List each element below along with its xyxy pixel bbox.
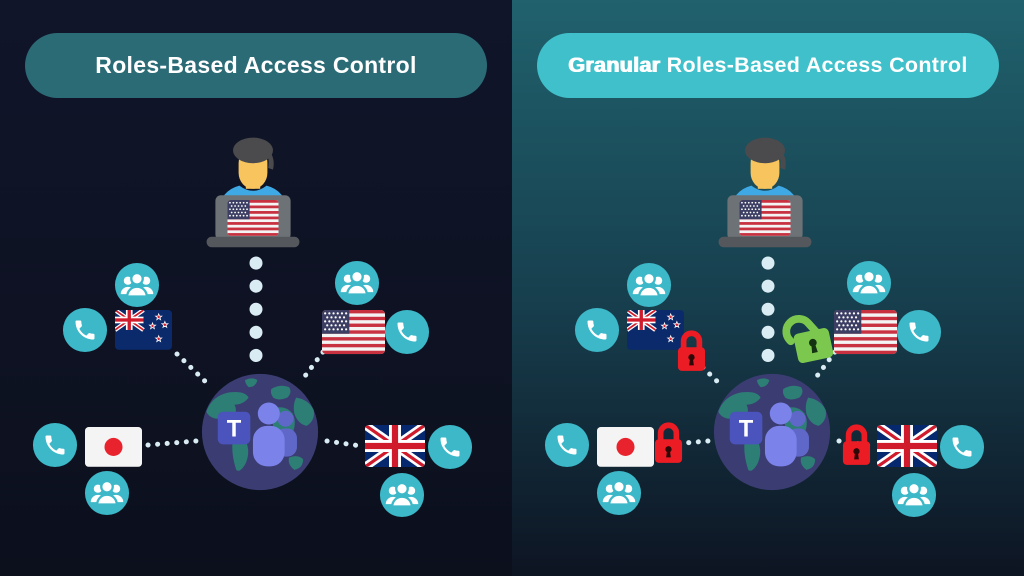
group-icon	[846, 260, 892, 306]
red-locked-padlock-icon	[843, 427, 870, 465]
japan-flag	[597, 427, 654, 467]
phone-icon	[544, 422, 590, 468]
united-kingdom-flag	[877, 425, 937, 467]
right-banner: Granular Roles-Based Access Control	[537, 33, 999, 98]
phone-icon	[62, 307, 108, 353]
admin-user-at-laptop-icon	[719, 138, 812, 248]
group-icon	[891, 472, 937, 518]
teams-globe-icon	[202, 374, 318, 490]
united-states-flag	[834, 310, 897, 354]
phone-icon	[427, 424, 473, 470]
dotted-connector	[324, 438, 364, 449]
phone-icon	[32, 422, 78, 468]
admin-user-at-laptop-icon	[207, 138, 300, 248]
dotted-connector	[299, 349, 326, 383]
united-kingdom-flag	[365, 425, 425, 467]
right-diagram	[544, 0, 985, 518]
left-banner-title: Roles-Based Access Control	[95, 52, 417, 78]
group-icon	[626, 262, 672, 308]
left-diagram	[32, 0, 473, 518]
red-locked-padlock-icon	[655, 425, 682, 463]
red-locked-padlock-icon	[678, 333, 705, 371]
right-banner-title: Granular Roles-Based Access Control	[568, 53, 967, 78]
phone-icon	[574, 307, 620, 353]
japan-flag	[85, 427, 142, 467]
group-icon	[334, 260, 380, 306]
dotted-connector	[811, 349, 838, 383]
green-unlocked-padlock-icon	[778, 309, 834, 367]
teams-globe-icon	[714, 374, 830, 490]
left-banner: Roles-Based Access Control	[25, 33, 487, 98]
right-banner-title-emphasis: Granular	[568, 53, 661, 77]
dotted-connector	[145, 438, 199, 448]
group-icon	[84, 470, 130, 516]
right-panel-granular-rbac: Granular Roles-Based Access Control	[512, 0, 1024, 576]
phone-icon	[939, 424, 985, 470]
group-icon	[114, 262, 160, 308]
left-panel-standard-rbac: Roles-Based Access Control	[0, 0, 512, 576]
new-zealand-flag	[115, 310, 172, 350]
phone-icon	[384, 309, 430, 355]
new-zealand-flag	[627, 310, 684, 350]
united-states-flag	[322, 310, 385, 354]
right-banner-title-rest: Roles-Based Access Control	[660, 53, 968, 77]
dotted-connector	[174, 351, 214, 390]
group-icon	[379, 472, 425, 518]
phone-icon	[896, 309, 942, 355]
group-icon	[596, 470, 642, 516]
